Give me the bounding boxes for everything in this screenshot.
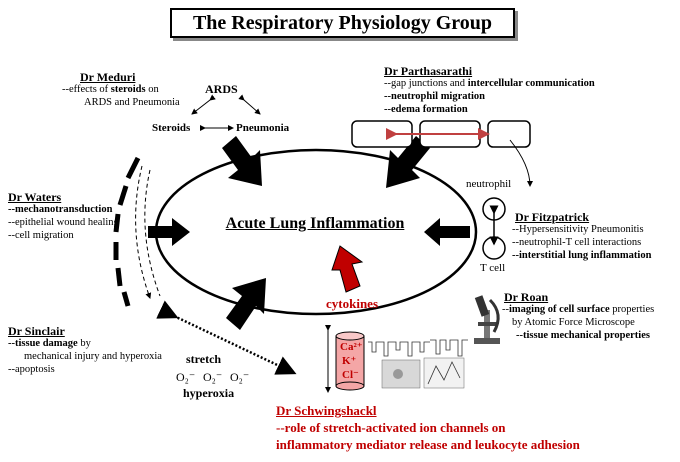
microscope-icon: [474, 295, 500, 344]
o2-radical-3: O₂⁻: [230, 370, 250, 384]
meduri-name: Dr Meduri: [80, 70, 136, 84]
ion-channel-cylinder: [335, 331, 365, 391]
meduri-line1: --effects of steroids on: [62, 84, 159, 95]
neutrophil-label: neutrophil: [466, 178, 512, 190]
fitzpatrick-line2: --neutrophil-T cell interactions: [512, 237, 642, 248]
steroids-label: Steroids: [152, 122, 191, 134]
acute-lung-inflammation-label: Acute Lung Inflammation: [225, 215, 405, 232]
thick-arrow-right: [424, 218, 470, 246]
fitzpatrick-line3: --interstitial lung inflammation: [512, 250, 652, 261]
ards-label: ARDS: [205, 82, 238, 96]
neutrophil-tcell-interaction: [482, 197, 506, 260]
parthasarathi-line1: --gap junctions and intercellular commun…: [384, 78, 595, 89]
ards-steroids-arrow: [191, 94, 216, 115]
o2-radical-1: O₂⁻: [176, 370, 196, 384]
sinclair-name: Dr Sinclair: [8, 324, 65, 338]
cell-micrograph: [381, 357, 465, 389]
waters-name: Dr Waters: [8, 190, 62, 204]
ion-cl: Cl⁻: [342, 369, 359, 381]
thick-arrow-left: [148, 218, 190, 246]
hyperoxia-label: hyperoxia: [183, 386, 235, 400]
schwingshackl-name: Dr Schwingshackl: [276, 403, 377, 418]
sinclair-line3: --apoptosis: [8, 364, 55, 375]
waters-line3: --cell migration: [8, 230, 74, 241]
fitzpatrick-line1: --Hypersensitivity Pneumonitis: [512, 224, 644, 235]
sinclair-line1: --tissue damage by: [8, 338, 91, 349]
wound-healing-segments: [113, 156, 161, 307]
parthasarathi-line2: --neutrophil migration: [384, 91, 486, 102]
ion-k: K⁺: [342, 355, 357, 367]
waters-line2: --epithelial wound healing: [8, 217, 119, 228]
stretch-label: stretch: [186, 352, 222, 366]
current-traces: [368, 339, 468, 357]
sinclair-dotted-arrow: [156, 300, 297, 375]
parthasarathi-line3: --edema formation: [384, 104, 468, 115]
fitzpatrick-name: Dr Fitzpatrick: [515, 210, 590, 224]
gap-junction-cells: [351, 120, 531, 148]
thick-arrow-top-left: [222, 136, 262, 186]
page-title: The Respiratory Physiology Group: [170, 8, 515, 38]
schwingshackl-line1: --role of stretch-activated ion channels…: [276, 420, 506, 435]
roan-line3: --tissue mechanical properties: [516, 330, 650, 341]
tcell-label: T cell: [480, 262, 506, 274]
waters-line1: --mechanotransduction: [8, 204, 113, 215]
meduri-line2: ARDS and Pneumonia: [84, 97, 180, 108]
thick-arrow-bottom-left: [226, 278, 266, 330]
pneumonia-label: Pneumonia: [236, 122, 290, 134]
roan-line2: by Atomic Force Microscope: [512, 317, 635, 328]
roan-line1: --imaging of cell surface properties: [502, 304, 655, 315]
ion-ca: Ca²⁺: [340, 341, 363, 353]
schwingshackl-line2: inflammatory mediator release and leukoc…: [276, 437, 580, 452]
neutrophil-thin-arrow: [509, 139, 533, 187]
roan-name: Dr Roan: [504, 290, 549, 304]
parthasarathi-name: Dr Parthasarathi: [384, 64, 473, 78]
red-arrow-cytokines: [331, 245, 364, 293]
thick-arrow-top-right: [386, 136, 430, 188]
ards-pneumonia-arrow: [238, 94, 261, 115]
cytokines-label: cytokines: [326, 296, 378, 311]
sinclair-line2: mechanical injury and hyperoxia: [24, 351, 162, 362]
o2-radical-2: O₂⁻: [203, 370, 223, 384]
